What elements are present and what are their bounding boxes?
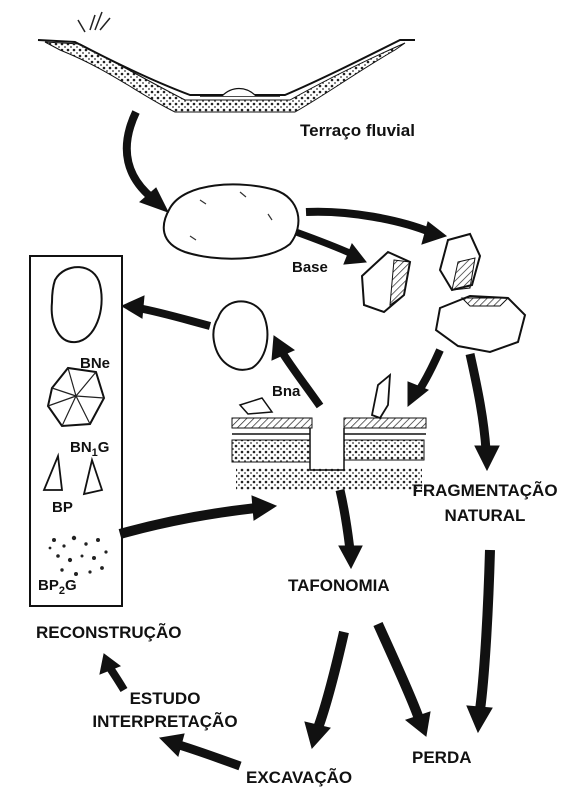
label-fragmentacao-natural: FRAGMENTAÇÃO NATURAL (405, 482, 565, 525)
label-bp2g-end: G (65, 577, 77, 594)
label-bp2g: BP2G (38, 578, 77, 597)
label-bp2g-main: BP (38, 577, 59, 594)
label-tafonomia: TAFONOMIA (288, 577, 390, 596)
cobble-bna (213, 301, 267, 369)
arrow-bna-to-box (138, 308, 210, 326)
label-reconstrucao: RECONSTRUÇÃO (36, 624, 181, 643)
label-estudo-interpretacao: ESTUDO INTERPRETAÇÃO (70, 690, 260, 731)
arrow-natural-to-perda (480, 550, 490, 710)
label-fragmentacao-line1: FRAGMENTAÇÃO (405, 482, 565, 501)
label-excavacao: EXCAVAÇÃO (246, 769, 352, 788)
stratigraphy-block (232, 375, 426, 490)
arrow-pit-to-tafonomia (340, 490, 350, 550)
label-bp: BP (52, 500, 73, 517)
river-terrace-illustration (38, 12, 415, 112)
label-perda: PERDA (412, 749, 472, 768)
arrow-box-to-pit (120, 508, 256, 534)
label-estudo-line1: ESTUDO (70, 690, 260, 709)
arrow-tafonomia-to-excavacao (318, 632, 344, 728)
label-estudo-line2: INTERPRETAÇÃO (70, 713, 260, 732)
arrow-tafonomia-to-perda (378, 624, 418, 716)
label-bna: Bna (272, 384, 300, 401)
label-bn1g-main: BN (70, 439, 92, 456)
base-cobble (164, 184, 299, 258)
arrow-excavacao-to-estudo (176, 744, 240, 766)
label-base: Base (292, 260, 328, 277)
label-bn1g: BN1G (70, 440, 109, 459)
arrow-fragment-to-natural (470, 354, 486, 450)
label-terraco-fluvial: Terraço fluvial (300, 122, 415, 141)
label-bn1g-end: G (98, 439, 110, 456)
arrow-fragment-to-pit (418, 350, 440, 392)
arrow-base-to-fragment-small (306, 212, 430, 232)
label-bne: BNe (80, 356, 110, 373)
flow-arrows (100, 112, 499, 766)
label-fragmentacao-line2: NATURAL (405, 507, 565, 526)
arrow-terrace-to-base (127, 112, 152, 198)
arrow-estudo-to-reconstrucao (110, 668, 124, 690)
arrow-base-to-fragment-medium (296, 232, 352, 254)
